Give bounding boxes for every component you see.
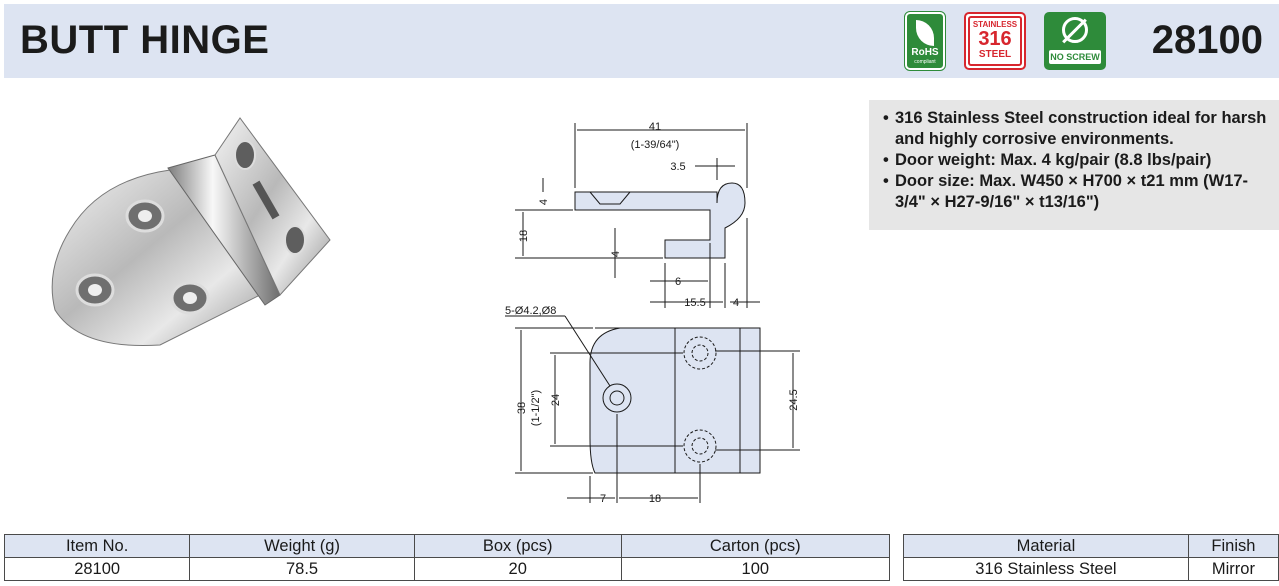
- header-weight: Weight (g): [189, 534, 415, 558]
- dim-seven: 7: [600, 493, 606, 505]
- steel-label: STEEL: [978, 49, 1012, 60]
- cell-weight: 78.5: [189, 557, 415, 581]
- dim-thickness-bottom: 4: [610, 251, 622, 257]
- header-bar: BUTT HINGE RoHS compliant STAINLESS 316 …: [4, 4, 1279, 78]
- dim-length: 38: [516, 402, 528, 414]
- stainless-label: STAINLESS: [972, 20, 1018, 29]
- no-screw-icon: [1062, 17, 1088, 43]
- header-carton: Carton (pcs): [620, 534, 891, 558]
- dim-thickness-top: 4: [538, 199, 550, 205]
- dim-four-right: 4: [733, 297, 739, 309]
- dim-fifteen: 15.5: [684, 297, 705, 309]
- hinge-photo: [51, 117, 331, 347]
- no-screw-label: NO SCREW: [1049, 50, 1101, 64]
- technical-drawing: 41 (1-39/64") 3.5 18 4 4 6 15.5 4 5-Ø4.2…: [505, 121, 800, 505]
- dim-six: 6: [675, 276, 681, 288]
- dim-hole-span-right: 24.5: [788, 389, 800, 410]
- cell-carton: 100: [620, 557, 891, 581]
- cell-finish: Mirror: [1187, 557, 1279, 581]
- features-box: 316 Stainless Steel construction ideal f…: [869, 100, 1279, 230]
- item-code: 28100: [1151, 18, 1263, 62]
- dim-width-inch: (1-39/64"): [631, 139, 680, 151]
- feature-item: Door weight: Max. 4 kg/pair (8.8 lbs/pai…: [883, 150, 1269, 171]
- dim-holes: 5-Ø4.2,Ø8: [505, 305, 556, 317]
- rohs-label: RoHS: [911, 47, 939, 58]
- dim-length-inch: (1-1/2"): [530, 390, 542, 426]
- header-item-no: Item No.: [3, 534, 191, 558]
- dim-eighteen: 18: [649, 493, 661, 505]
- dim-width: 41: [649, 121, 661, 133]
- rohs-badge: RoHS compliant: [904, 11, 946, 71]
- header-material: Material: [903, 534, 1189, 558]
- spec-table: Item No. Weight (g) Box (pcs) Carton (pc…: [3, 534, 891, 581]
- dim-height: 18: [518, 230, 530, 242]
- material-table: Material Finish 316 Stainless Steel Mirr…: [903, 534, 1279, 581]
- cell-material: 316 Stainless Steel: [903, 557, 1189, 581]
- feature-item: 316 Stainless Steel construction ideal f…: [883, 108, 1269, 150]
- cell-box: 20: [413, 557, 622, 581]
- dim-knuckle-offset: 3.5: [670, 161, 685, 173]
- no-screw-badge: NO SCREW: [1044, 12, 1106, 70]
- header-box: Box (pcs): [413, 534, 622, 558]
- cell-item-no: 28100: [3, 557, 191, 581]
- header-finish: Finish: [1187, 534, 1279, 558]
- page-title: BUTT HINGE: [20, 18, 270, 62]
- rohs-sublabel: compliant: [914, 59, 936, 65]
- dim-hole-span: 24: [550, 394, 562, 406]
- leaf-icon: [916, 20, 934, 46]
- stainless-316-badge: STAINLESS 316 STEEL: [964, 12, 1026, 70]
- feature-item: Door size: Max. W450 × H700 × t21 mm (W1…: [883, 171, 1269, 213]
- grade-label: 316: [978, 28, 1012, 50]
